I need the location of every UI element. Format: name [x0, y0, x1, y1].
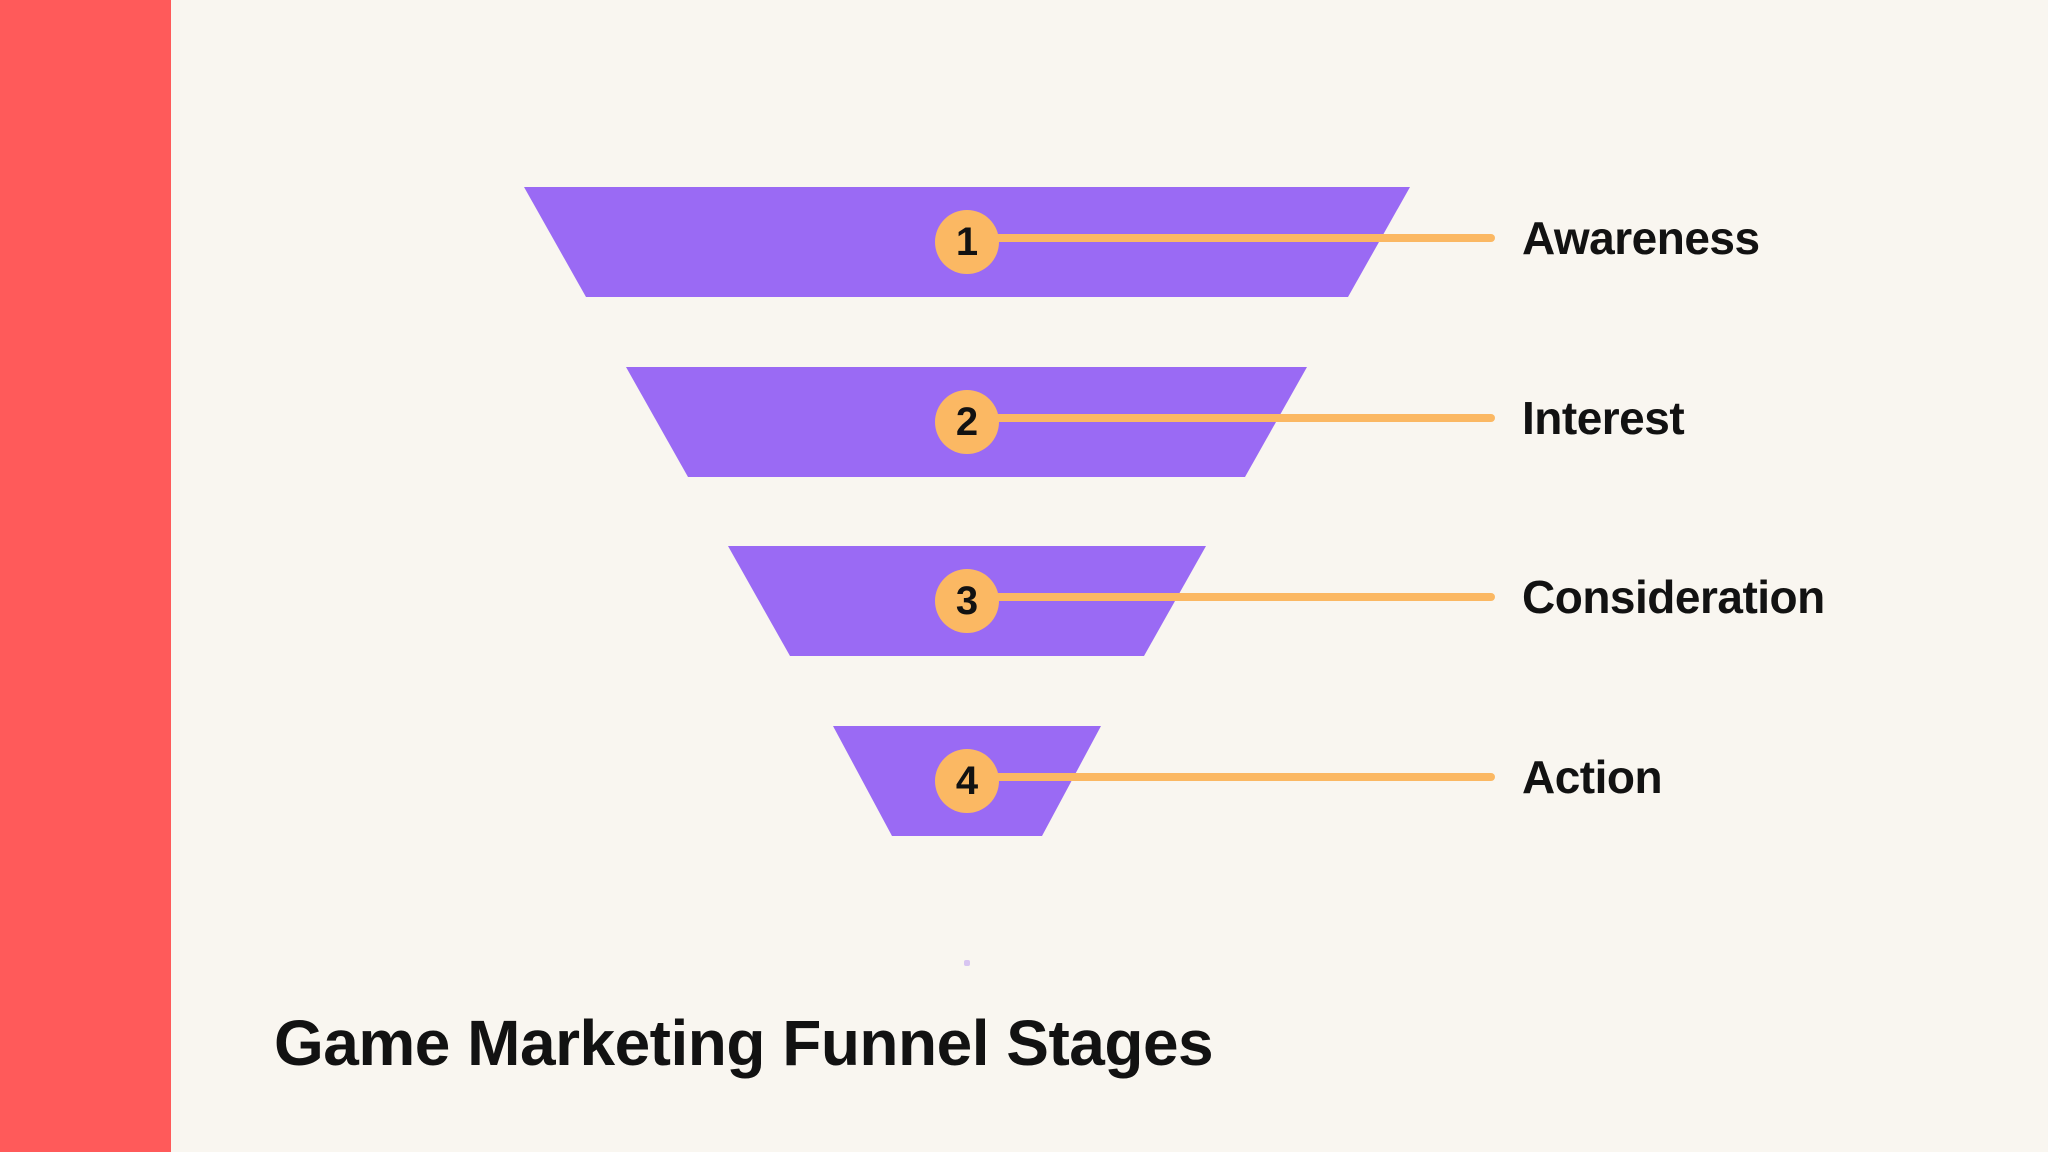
stage-number-badge: 3 [935, 569, 999, 633]
stage-connector-line [967, 773, 1495, 781]
stage-number: 4 [955, 758, 979, 803]
stage-number-badge: 1 [935, 210, 999, 274]
stage-connector-line [967, 234, 1495, 242]
stage-number: 2 [955, 399, 979, 444]
funnel-tip-speck [964, 960, 970, 966]
stage-label: Awareness [1522, 212, 1760, 264]
stage-number-badge: 2 [935, 390, 999, 454]
left-accent-bar [0, 0, 171, 1152]
stage-label: Consideration [1522, 571, 1825, 623]
stage-connector-line [967, 593, 1495, 601]
stage-label: Action [1522, 751, 1663, 803]
stage-label: Interest [1522, 392, 1685, 444]
stage-number-badge: 4 [935, 749, 999, 813]
page-title: Game Marketing Funnel Stages [274, 1007, 1214, 1079]
stage-number: 3 [955, 578, 979, 623]
stage-connector-line [967, 414, 1495, 422]
stage-number: 1 [955, 219, 979, 264]
